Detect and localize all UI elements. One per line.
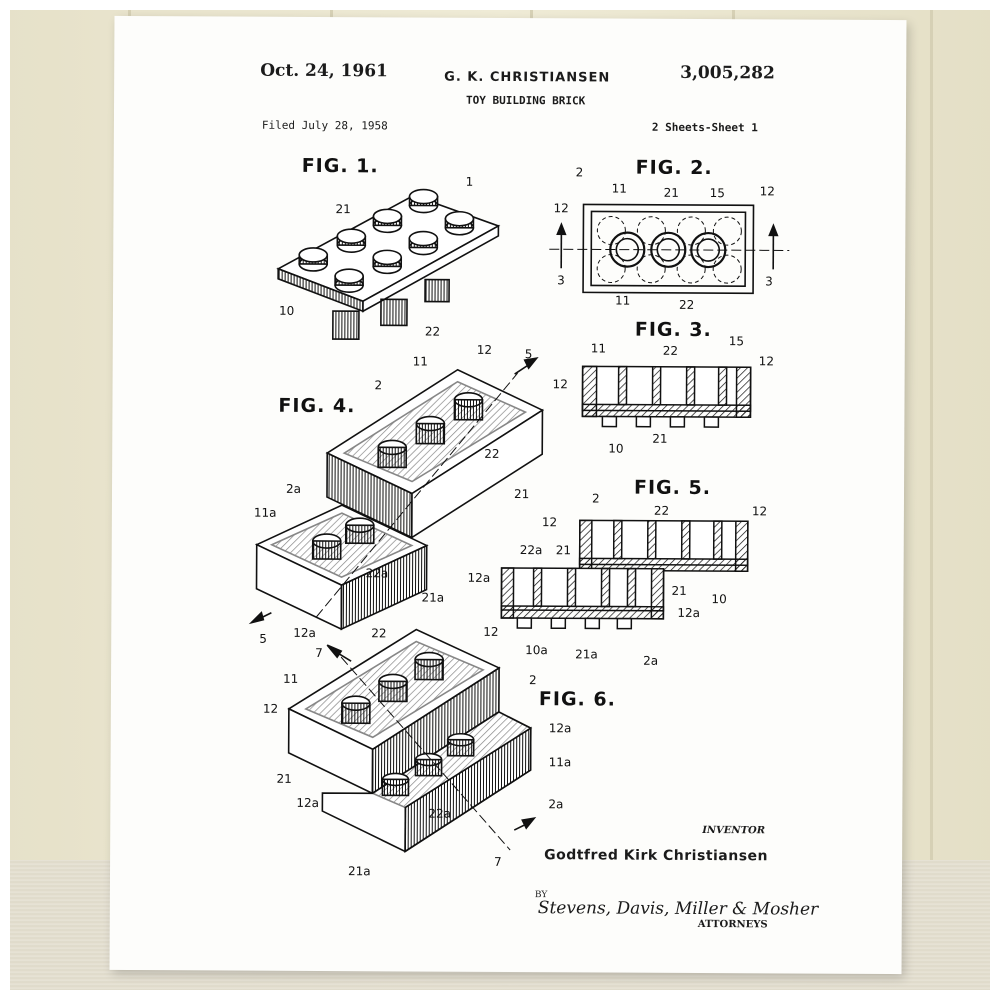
- fig4-label: 12a: [293, 626, 316, 640]
- fig1-label: 10: [279, 304, 294, 318]
- fig4-label: 21: [514, 487, 529, 501]
- fig4-label: 11a: [254, 506, 277, 520]
- fig6-label: 7: [494, 855, 502, 869]
- fig5-section-drawing: [500, 519, 749, 630]
- fig5-label: 21: [671, 584, 686, 598]
- wall-panel-seam: [930, 0, 933, 870]
- fig4-brick-drawing: [248, 357, 545, 631]
- fig5-label: 12: [752, 504, 767, 518]
- fig4-label: 22: [484, 447, 499, 461]
- fig6-label: 22a: [428, 807, 451, 821]
- fig5-label: 10a: [525, 643, 548, 657]
- inventor-full-name: Godtfred Kirk Christiansen: [544, 847, 769, 865]
- fig4-label: 5: [259, 632, 267, 646]
- patent-drawings: 1 21 10 22 2 11 21 15 12 12 3 3 11 22 11…: [248, 165, 790, 878]
- fig6-brick-drawing: [287, 628, 537, 853]
- fig2-label: 3: [765, 274, 773, 288]
- fig2-label: 12: [760, 184, 775, 198]
- fig3-label: 15: [729, 334, 744, 348]
- fig5-label: 21: [556, 543, 571, 557]
- inventor-label: INVENTOR: [702, 825, 766, 837]
- fig4-label: 22a: [366, 566, 389, 580]
- fig2-label: 11: [615, 294, 630, 308]
- fig6-label: 11: [283, 672, 298, 686]
- fig3-label: 10: [608, 442, 623, 456]
- patent-poster: Oct. 24, 1961 G. K. CHRISTIANSEN 3,005,2…: [109, 15, 907, 975]
- fig6-label: 12a: [296, 796, 319, 810]
- fig2-top-view-drawing: [549, 203, 790, 295]
- fig1-brick-drawing: [276, 188, 501, 341]
- fig2-label: 3: [557, 273, 565, 287]
- fig6-label: 21: [276, 772, 291, 786]
- fig5-label: 21a: [575, 647, 598, 661]
- fig2-label: 15: [710, 186, 725, 200]
- fig5-label: 2a: [643, 654, 658, 668]
- fig6-label: 12: [263, 702, 278, 716]
- fig2-label: 22: [679, 298, 694, 312]
- fig2-label: 11: [612, 182, 627, 196]
- fig4-label: 11: [413, 354, 428, 368]
- fig4-label: 2: [375, 378, 383, 392]
- fig4-label: 21a: [421, 591, 444, 605]
- fig2-label: 21: [664, 186, 679, 200]
- fig5-label: 12a: [677, 606, 700, 620]
- fig1-label: 22: [425, 325, 440, 339]
- attorneys-label: ATTORNEYS: [697, 918, 768, 931]
- fig3-label: 22: [663, 344, 678, 358]
- fig5-label: 22: [654, 504, 669, 518]
- fig1-label: 21: [335, 202, 350, 216]
- fig4-label: 2a: [286, 482, 301, 496]
- fig3-label: 21: [652, 432, 667, 446]
- reference-numerals: 1 21 10 22 2 11 21 15 12 12 3 3 11 22 11…: [254, 165, 775, 878]
- fig6-label: 2: [529, 673, 537, 687]
- fig3-section-drawing: [581, 365, 752, 428]
- fig4-label: 5: [525, 347, 533, 361]
- fig6-label: 12: [483, 625, 498, 639]
- fig3-label: 12: [759, 354, 774, 368]
- fig6-label: 7: [315, 646, 323, 660]
- fig4-label: 12: [477, 343, 492, 357]
- fig6-label: 21a: [348, 864, 371, 878]
- fig3-label: 11: [591, 341, 606, 355]
- fig1-label: 1: [466, 175, 474, 189]
- fig6-label: 11a: [549, 755, 572, 769]
- fig6-label: 22: [371, 626, 386, 640]
- fig6-label: 12a: [549, 721, 572, 735]
- fig2-label: 2: [576, 165, 584, 179]
- fig5-label: 2: [592, 491, 600, 505]
- fig5-label: 12: [542, 515, 557, 529]
- fig5-label: 10: [711, 592, 726, 606]
- fig3-label: 12: [553, 377, 568, 391]
- attorneys-signature: Stevens, Davis, Miller & Mosher: [537, 898, 819, 920]
- fig5-label: 12a: [468, 571, 491, 585]
- fig5-label: 22a: [520, 543, 543, 557]
- fig2-label: 12: [553, 201, 568, 215]
- fig6-label: 2a: [548, 797, 563, 811]
